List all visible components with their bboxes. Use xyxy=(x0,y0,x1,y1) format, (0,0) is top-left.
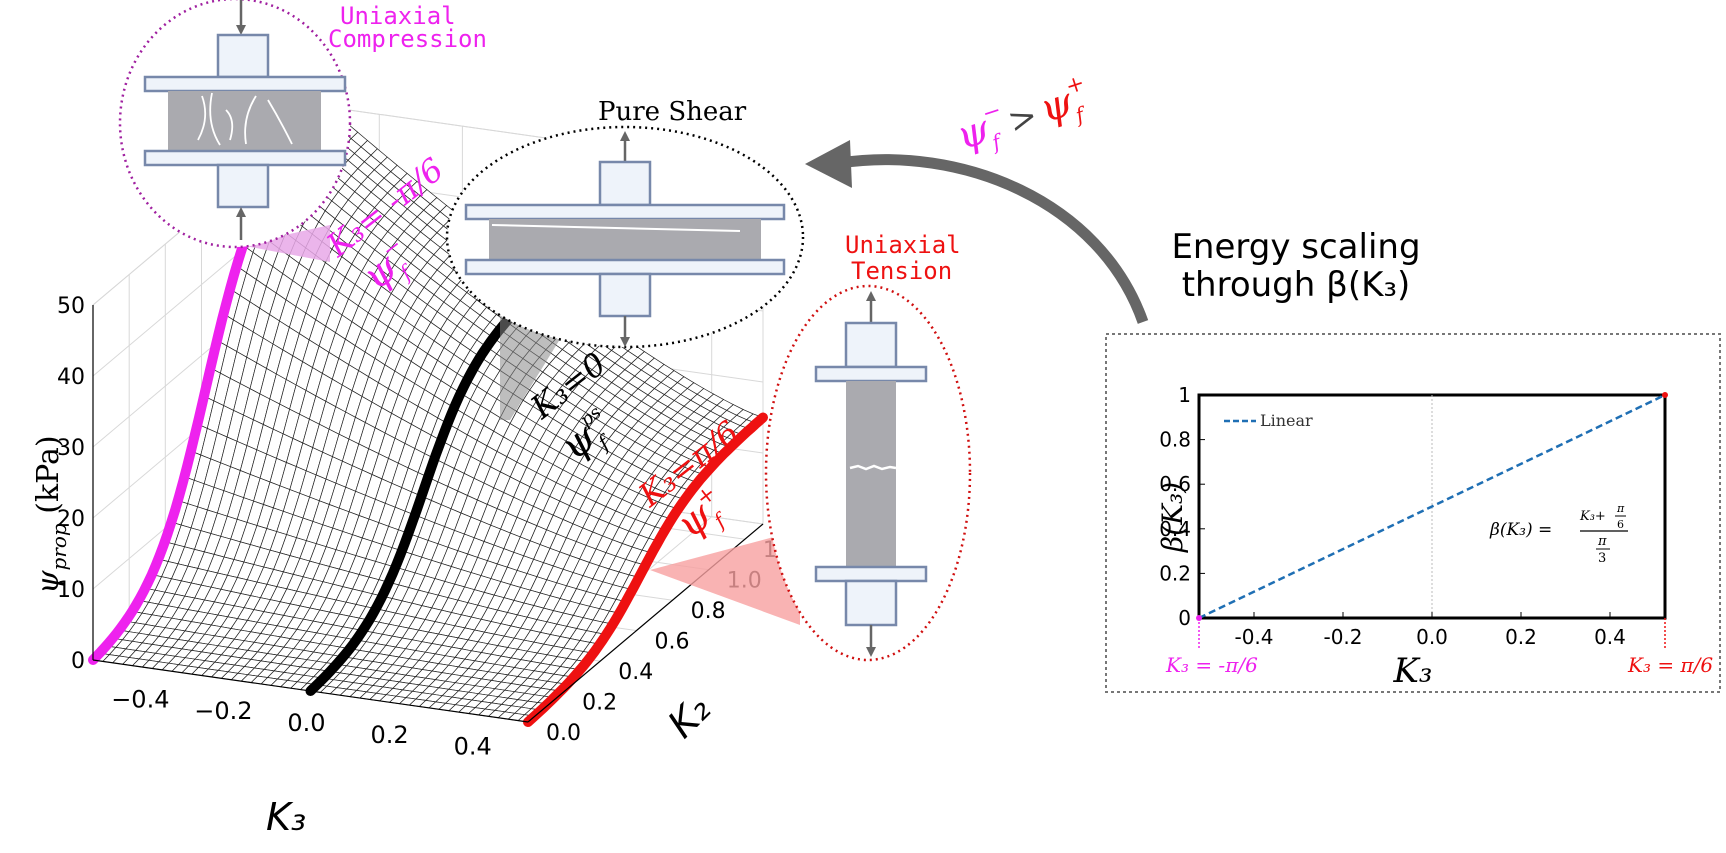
z-axis-label: ψprop (kPa) xyxy=(31,435,71,594)
compression-label-1: Uniaxial xyxy=(340,2,456,30)
beta-formula-num: K₃+ xyxy=(1579,509,1606,524)
compression-cracks xyxy=(197,92,293,146)
y-tick-label: 0.2 xyxy=(582,691,617,716)
x-tick-label: 0.4 xyxy=(454,733,492,761)
beta-inset: -0.4 -0.2 0.0 0.2 0.4 0 0.2 0.4 0.6 0.8 1 K₃ β(K₃)… xyxy=(1105,333,1721,693)
y-tick-label: 0.4 xyxy=(618,660,653,685)
tension-label-2: Tension xyxy=(851,257,952,285)
x-tick-label: 0.2 xyxy=(370,721,408,749)
x-tick-label: −0.4 xyxy=(111,685,169,713)
compression-top-block xyxy=(216,33,270,79)
tension-callout-wedge xyxy=(650,530,800,625)
shear-bottom-block xyxy=(598,272,652,318)
tension-specimen xyxy=(846,381,896,567)
beta-formula: β(K₃) = K₃+ π 6 π 3 xyxy=(1489,502,1628,566)
x-axis-line xyxy=(92,659,529,723)
beta-formula-den-3: 3 xyxy=(1598,551,1606,566)
beta-y-tick-label: 0 xyxy=(1178,606,1191,630)
x-tick-label: −0.2 xyxy=(194,697,252,725)
energy-scaling-arrow xyxy=(839,154,1149,324)
beta-formula-num-6: 6 xyxy=(1617,518,1624,531)
tension-bottom-plate xyxy=(814,565,928,583)
beta-y-tick-label: 1 xyxy=(1178,383,1191,407)
tension-crack xyxy=(849,464,897,471)
energy-scaling-arrowhead xyxy=(805,140,852,188)
beta-end-point xyxy=(1662,392,1668,398)
beta-formula-lhs: β(K₃) = xyxy=(1489,520,1552,540)
beta-x-tick-label: -0.2 xyxy=(1323,625,1362,649)
beta-limit-left: K₃ = -π/6 xyxy=(1165,653,1258,677)
z-label-sub: prop xyxy=(47,523,71,570)
beta-formula-num-pi: π xyxy=(1616,502,1625,515)
compression-bottom-block xyxy=(216,163,270,209)
z-tick-label: 40 xyxy=(57,365,85,390)
y-axis-label: K₂ xyxy=(659,687,719,747)
beta-x-tick-label: -0.4 xyxy=(1234,625,1273,649)
tension-bottom-block xyxy=(844,579,898,627)
beta-y-tick-label: 0.6 xyxy=(1159,472,1191,496)
tension-inset: Uniaxial Tension xyxy=(764,231,972,662)
z-label-unit: (kPa) xyxy=(31,435,66,523)
compression-bottom-plate xyxy=(143,149,347,167)
tension-top-plate xyxy=(814,365,928,383)
shear-top-plate xyxy=(464,203,786,221)
z-label-psi: ψ xyxy=(31,570,66,594)
beta-formula-den-pi: π xyxy=(1597,534,1607,549)
shear-crack xyxy=(491,224,741,232)
highlight-curve xyxy=(523,412,768,727)
psi-inequality: ψf−>ψf+ xyxy=(950,71,1097,165)
z-tick-label: 20 xyxy=(57,507,85,532)
compression-label-2: Compression xyxy=(328,25,487,53)
beta-linear-line xyxy=(1198,393,1666,620)
y-tick-label: 0.0 xyxy=(546,721,581,746)
compression-inset: Uniaxial Compression xyxy=(118,0,487,249)
beta-x-tick-label: 0.0 xyxy=(1416,625,1448,649)
compression-specimen xyxy=(168,91,321,151)
y-tick-label: 0.8 xyxy=(691,599,726,624)
energy-scaling-title-2: through β(K₃) xyxy=(1182,265,1411,305)
ineq-gt: > xyxy=(1003,95,1042,142)
y-tick-label: 0.6 xyxy=(654,630,689,655)
x-tick-label: 0.0 xyxy=(287,709,325,737)
beta-limit-right: K₃ = π/6 xyxy=(1627,653,1713,677)
tension-top-block xyxy=(844,321,898,369)
beta-x-tick-label: 0.2 xyxy=(1505,625,1537,649)
beta-y-tick-label: 0.4 xyxy=(1159,517,1191,541)
beta-legend-label: Linear xyxy=(1260,411,1313,430)
energy-scaling-title-1: Energy scaling xyxy=(1171,227,1420,267)
beta-y-tick-label: 0.8 xyxy=(1159,428,1191,452)
compression-callout-wedge xyxy=(240,225,330,262)
shear-label: Pure Shear xyxy=(598,97,747,127)
compression-top-plate xyxy=(143,75,347,93)
z-tick-label: 0 xyxy=(71,649,85,674)
z-tick-label: 30 xyxy=(57,436,85,461)
shear-inset: Pure Shear xyxy=(445,97,805,349)
z-tick-label: 50 xyxy=(57,294,85,319)
svg-text:ψf−>ψf+: ψf−>ψf+ xyxy=(950,71,1097,165)
x-axis-label: K₃ xyxy=(266,795,306,839)
beta-y-tick-label: 0.2 xyxy=(1159,561,1191,585)
tension-label-1: Uniaxial xyxy=(845,231,961,259)
shear-bottom-plate xyxy=(464,258,786,276)
beta-chart: -0.4 -0.2 0.0 0.2 0.4 0 0.2 0.4 0.6 0.8 1 xyxy=(1159,383,1668,649)
beta-x-tick-label: 0.4 xyxy=(1594,625,1626,649)
beta-y-label: β(K₃) xyxy=(1156,482,1189,553)
z-tick-label: 10 xyxy=(57,578,85,603)
beta-legend: Linear xyxy=(1224,411,1313,430)
shear-top-block xyxy=(598,160,652,207)
beta-x-label: K₃ xyxy=(1392,651,1432,691)
